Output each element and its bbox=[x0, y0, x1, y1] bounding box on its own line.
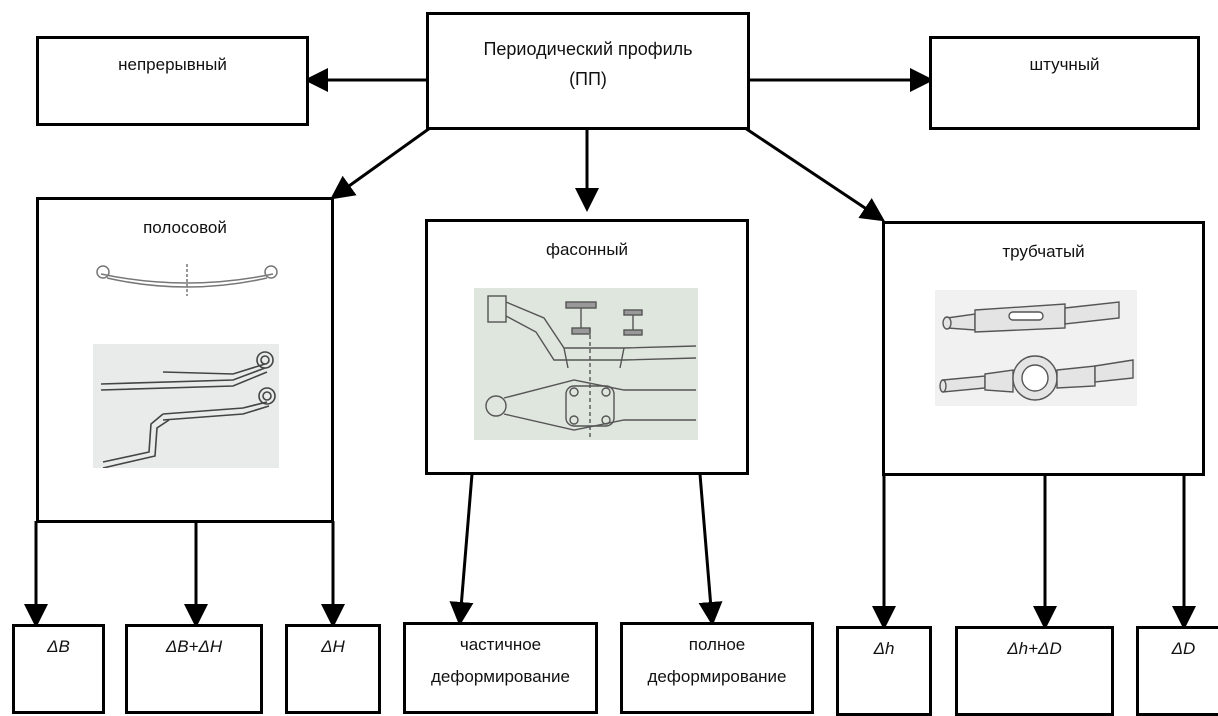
leaf-dB: ΔB bbox=[12, 624, 105, 714]
tubular-node-box: трубчатый bbox=[882, 221, 1205, 476]
leaf-dh-dD: Δh+ΔD bbox=[955, 626, 1114, 716]
leaf-dB-dH: ΔB+ΔH bbox=[125, 624, 263, 714]
piece-label: штучный bbox=[1029, 55, 1100, 74]
arrow-to-tubular bbox=[744, 126, 885, 222]
strip-label: полосовой bbox=[143, 218, 227, 237]
shaped-node-box: фасонный bbox=[425, 219, 749, 475]
leaf-spring-icon bbox=[96, 264, 278, 296]
leaf-dD: ΔD bbox=[1136, 626, 1218, 716]
piece-node-box: штучный bbox=[929, 36, 1200, 130]
shaped-part-icon bbox=[474, 288, 698, 440]
root-node-box: Периодический профиль (ПП) bbox=[426, 12, 750, 130]
root-abbr: (ПП) bbox=[569, 69, 607, 89]
root-title: Периодический профиль bbox=[483, 39, 693, 59]
leaf-partial-deformation: частичное деформирование bbox=[403, 622, 598, 714]
leaf-dh: Δh bbox=[836, 626, 932, 716]
shaped-label: фасонный bbox=[545, 240, 629, 259]
strip-node-box: полосовой bbox=[36, 197, 334, 523]
leaf-dH: ΔH bbox=[285, 624, 381, 714]
tubular-label: трубчатый bbox=[1002, 242, 1085, 261]
continuous-label: непрерывный bbox=[118, 55, 227, 74]
arrow-to-strip bbox=[330, 126, 431, 200]
tubular-axle-icon bbox=[935, 290, 1137, 406]
continuous-node-box: непрерывный bbox=[36, 36, 309, 126]
leaf-spring-assembly-icon bbox=[93, 344, 279, 469]
leaf-full-deformation: полное деформирование bbox=[620, 622, 814, 714]
